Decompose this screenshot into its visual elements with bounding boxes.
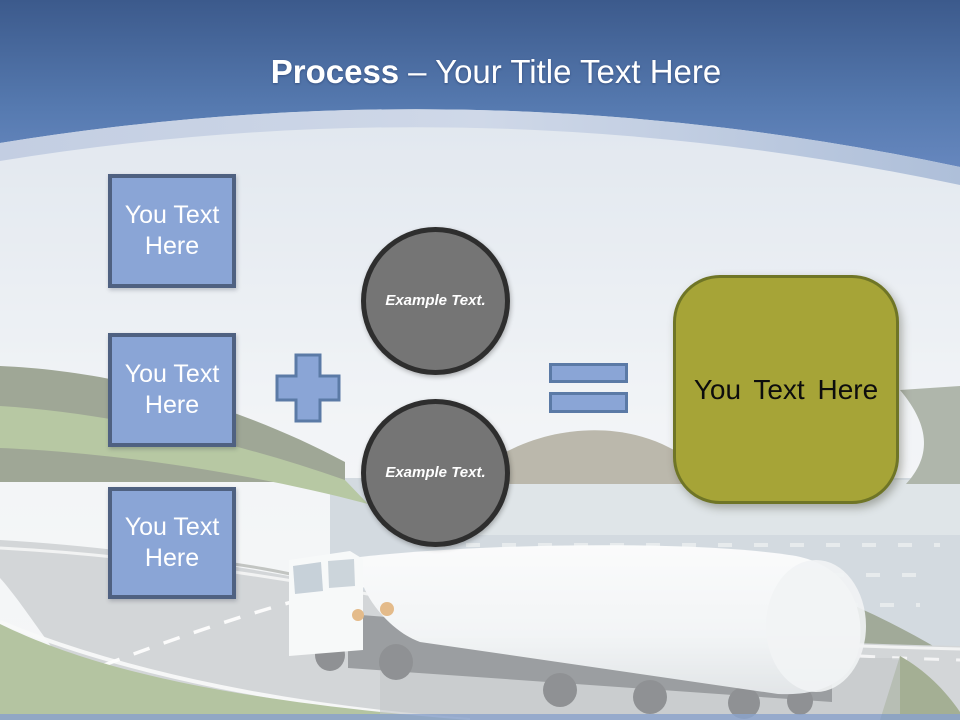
example-circle-1-label: Example Text. xyxy=(385,291,486,309)
title-subtitle: – Your Title Text Here xyxy=(408,53,722,90)
input-box-1-label: You Text Here xyxy=(124,200,220,260)
equals-bar-bottom xyxy=(549,392,628,413)
input-box-2[interactable]: You Text Here xyxy=(108,333,236,447)
title-keyword: Process xyxy=(270,53,400,90)
input-box-3-label: You Text Here xyxy=(124,512,220,572)
cab-windshield xyxy=(293,562,323,594)
example-circle-2[interactable]: Example Text. xyxy=(361,399,510,547)
input-box-1[interactable]: You Text Here xyxy=(108,174,236,288)
header-curve xyxy=(0,0,960,167)
bottom-blue-strip xyxy=(0,714,960,720)
tanker-body xyxy=(360,545,861,695)
example-circle-1[interactable]: Example Text. xyxy=(361,227,510,375)
equals-bar-top xyxy=(549,363,628,383)
truck-wheels xyxy=(315,639,813,719)
result-box-label: You Text Here xyxy=(693,373,879,405)
input-box-3[interactable]: You Text Here xyxy=(108,487,236,599)
slide-title: Process– Your Title Text Here xyxy=(0,53,960,91)
result-box[interactable]: You Text Here xyxy=(673,275,899,504)
header-arc-stripe xyxy=(0,109,960,185)
cab-orange-gear xyxy=(380,602,394,616)
headland-hill xyxy=(468,386,960,484)
plus-icon xyxy=(275,353,341,423)
input-box-2-label: You Text Here xyxy=(124,359,220,419)
equals-icon xyxy=(549,363,628,413)
example-circle-2-label: Example Text. xyxy=(385,463,486,481)
cab-orange-gear xyxy=(352,609,364,621)
tanker-rear-cap xyxy=(766,560,866,692)
header-band xyxy=(0,0,960,185)
truck xyxy=(289,545,900,719)
cab-side-window xyxy=(328,559,355,588)
